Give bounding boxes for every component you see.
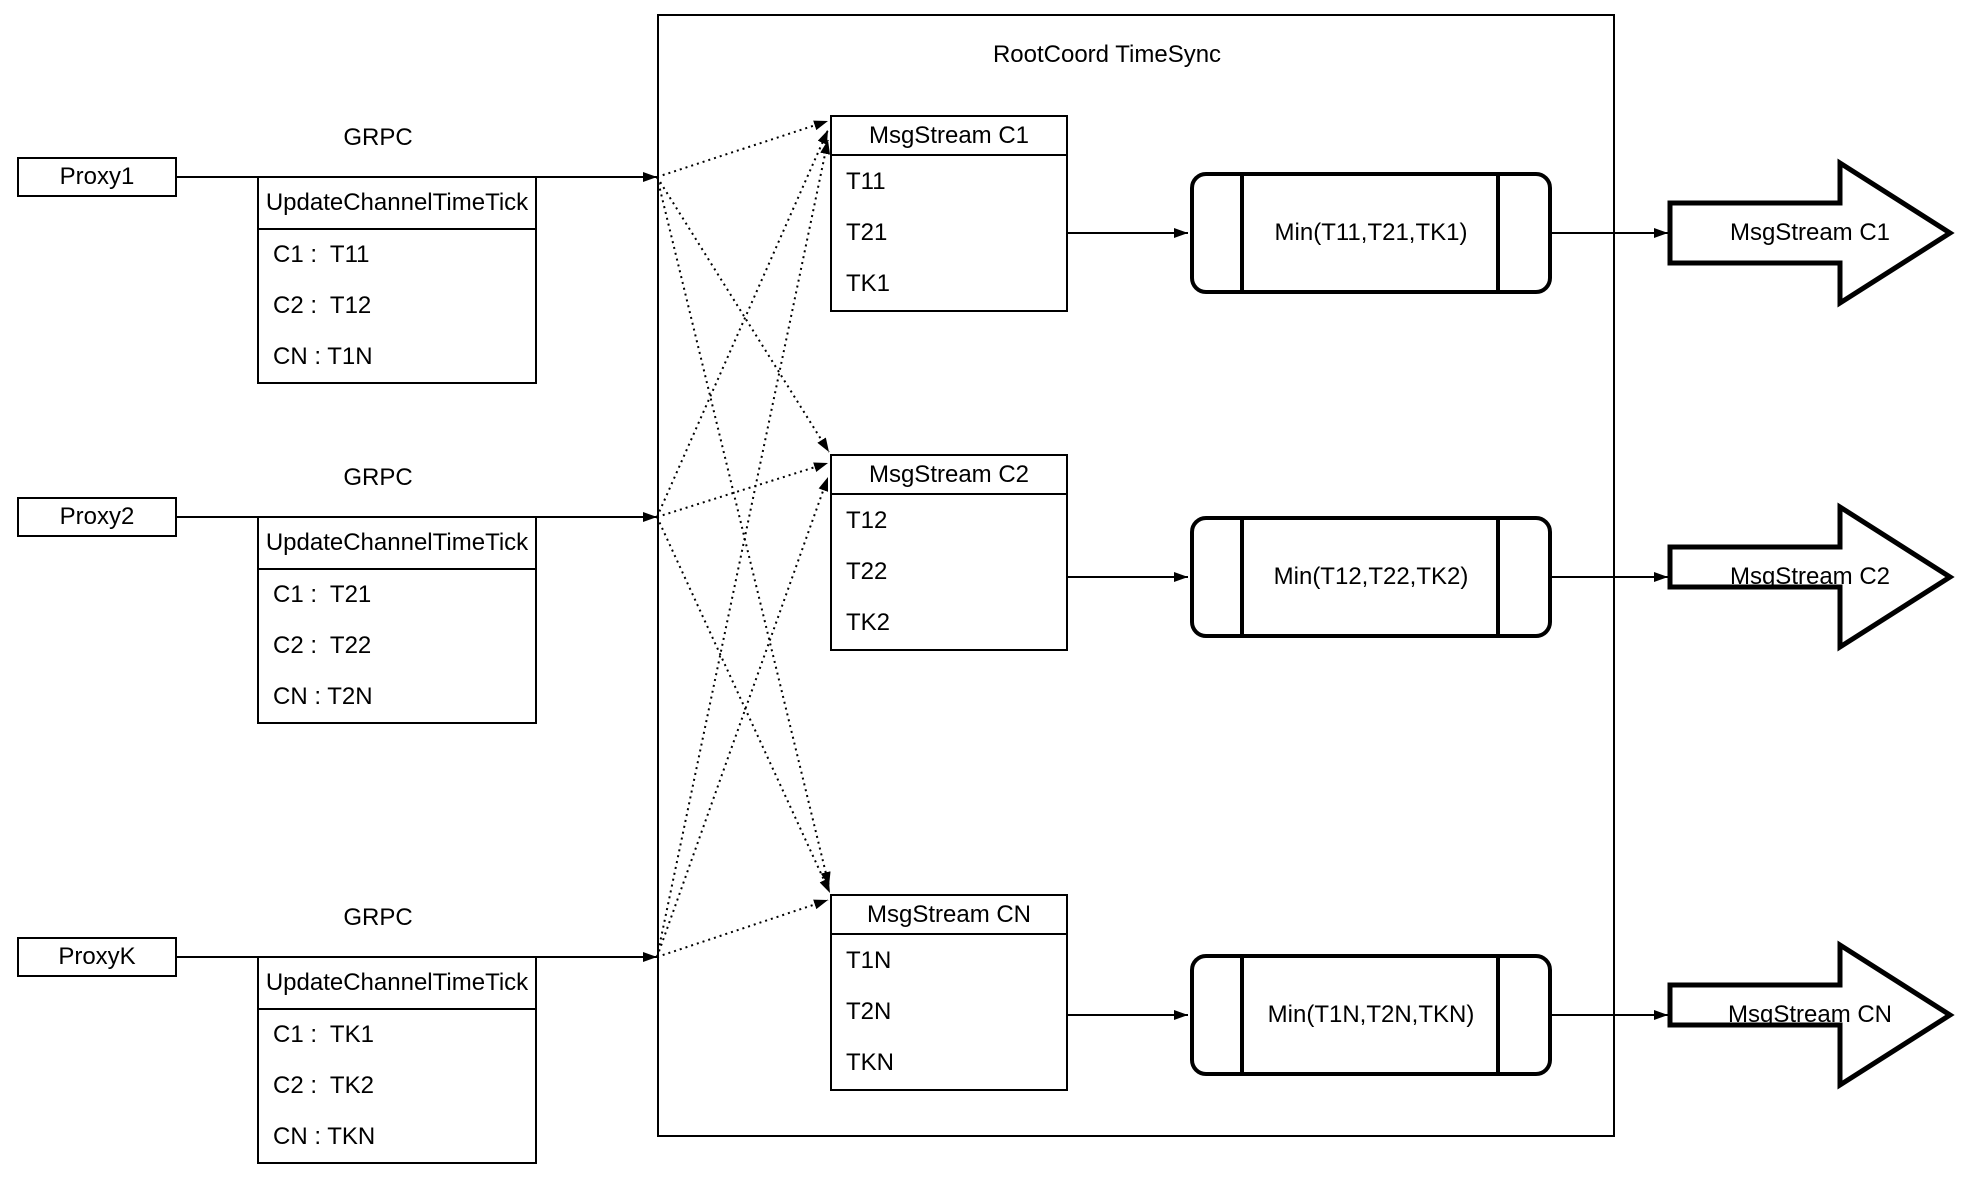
grpc-label-1: GRPC [343,124,413,151]
table-row: T12 [846,506,888,534]
min-label-cn: Min(T1N,T2N,TKN) [1267,1001,1475,1028]
table-row: TK1 [846,270,891,298]
min-to-output-lines [1552,228,1668,1020]
proxy2-box: Proxy2 [17,497,177,537]
table-header: MsgStream CN [832,896,1066,935]
table-body: C1 : T21 C2 : T22 CN : T2N [259,570,535,722]
table-row: TK2 [846,609,891,637]
grpc-label-3: GRPC [343,904,413,931]
table-row: CN : T2N [273,682,373,710]
process-bar-right [1496,958,1500,1072]
min-label-c1: Min(T11,T21,TK1) [1274,219,1468,246]
table-row: C1 : TK1 [273,1021,374,1049]
msgstream-c2-table: MsgStream C2 T12 T22 TK2 [830,454,1068,651]
table-body: T11 T21 TK1 [832,156,1066,310]
table-row: CN : TKN [273,1122,376,1150]
proxyk-label: ProxyK [58,943,136,970]
table-header: MsgStream C1 [832,117,1066,156]
table-body: T1N T2N TKN [832,935,1066,1089]
proxy2-timetick-table: UpdateChannelTimeTick C1 : T21 C2 : T22 … [257,516,537,724]
process-bar-left [1240,176,1244,290]
table-row: C2 : TK2 [273,1072,374,1099]
min-box-cn: Min(T1N,T2N,TKN) [1190,954,1552,1076]
table-row: C2 : T22 [273,632,372,659]
proxy1-box: Proxy1 [17,157,177,197]
stream-to-min-lines [1068,228,1188,1020]
output-arrow-shape-c1 [1667,158,1955,308]
table-row: T2N [846,997,892,1025]
table-row: C1 : T11 [273,241,370,269]
msgstream-c1-table: MsgStream C1 T11 T21 TK1 [830,115,1068,312]
output-arrow-shape-c2 [1667,502,1955,652]
table-row: C2 : T12 [273,292,372,319]
table-row: T11 [846,167,886,195]
proxy2-label: Proxy2 [59,503,135,530]
table-header: MsgStream C2 [832,456,1066,495]
output-arrow-label-c2: MsgStream C2 [1729,563,1891,590]
process-bar-right [1496,520,1500,634]
table-row: CN : T1N [273,342,373,370]
proxy1-timetick-table: UpdateChannelTimeTick C1 : T11 C2 : T12 … [257,176,537,384]
proxy1-label: Proxy1 [59,163,135,190]
table-header: UpdateChannelTimeTick [259,958,535,1010]
table-row: TKN [846,1049,894,1077]
output-arrow-label-c1: MsgStream C1 [1729,219,1891,246]
process-bar-right [1496,176,1500,290]
proxyk-timetick-table: UpdateChannelTimeTick C1 : TK1 C2 : TK2 … [257,956,537,1164]
table-row: C1 : T21 [273,581,372,609]
table-row: T1N [846,946,892,974]
min-box-c2: Min(T12,T22,TK2) [1190,516,1552,638]
process-bar-left [1240,958,1244,1072]
process-bar-left [1240,520,1244,634]
table-row: T21 [846,218,888,246]
output-arrow-shape-cn [1667,940,1955,1090]
min-label-c2: Min(T12,T22,TK2) [1273,563,1469,590]
min-box-c1: Min(T11,T21,TK1) [1190,172,1552,294]
table-header: UpdateChannelTimeTick [259,518,535,570]
rootcoord-title: RootCoord TimeSync [992,41,1222,68]
table-body: C1 : T11 C2 : T12 CN : T1N [259,230,535,382]
fanout-dotted-arrows [656,120,831,958]
rootcoord-container [657,14,1615,1137]
grpc-label-2: GRPC [343,464,413,491]
table-body: T12 T22 TK2 [832,495,1066,649]
output-arrow-shapes [1667,158,1955,1090]
table-row: T22 [846,557,888,585]
table-header: UpdateChannelTimeTick [259,178,535,230]
output-arrow-label-cn: MsgStream CN [1727,1001,1893,1028]
table-body: C1 : TK1 C2 : TK2 CN : TKN [259,1010,535,1162]
msgstream-cn-table: MsgStream CN T1N T2N TKN [830,894,1068,1091]
proxyk-box: ProxyK [17,937,177,977]
